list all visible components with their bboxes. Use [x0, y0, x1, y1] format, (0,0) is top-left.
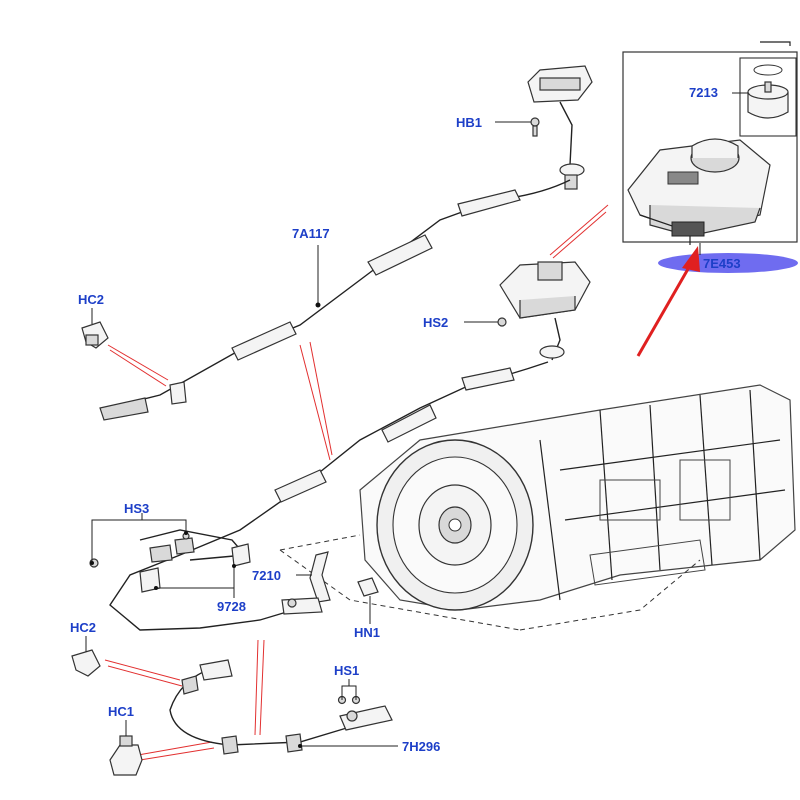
cable-7a117 — [99, 179, 571, 421]
transmission — [279, 384, 796, 631]
label-7h296: 7H296 — [402, 739, 440, 754]
label-9728: 9728 — [217, 599, 246, 614]
gear-selector-module — [627, 138, 771, 245]
label-hs2: HS2 — [423, 315, 448, 330]
hs3-bracket — [89, 513, 251, 598]
lever-7210 — [296, 551, 331, 603]
cable-7h296 — [169, 659, 398, 755]
lower-cable — [109, 361, 549, 631]
cap-part — [747, 64, 789, 119]
hc2-clip-bottom — [71, 636, 101, 677]
lower-cable-end — [281, 597, 323, 615]
label-hb1: HB1 — [456, 115, 482, 130]
label-hc2-bottom: HC2 — [70, 620, 96, 635]
middle-shifter — [499, 261, 591, 361]
hb1-bolt — [495, 117, 540, 137]
inset-box — [622, 41, 798, 273]
hs2-bolt — [464, 317, 507, 327]
hc2-clip-top — [81, 308, 109, 349]
label-7210: 7210 — [252, 568, 281, 583]
red-arrow — [636, 246, 700, 357]
label-7213: 7213 — [689, 85, 718, 100]
label-hs1: HS1 — [334, 663, 359, 678]
label-hc2-top: HC2 — [78, 292, 104, 307]
red-leaders — [104, 204, 609, 761]
hs1-bolts — [337, 679, 361, 705]
label-7e453: 7E453 — [703, 256, 741, 271]
upper-shifter — [527, 65, 593, 190]
label-hs3: HS3 — [124, 501, 149, 516]
label-7a117: 7A117 — [292, 226, 330, 241]
label-hc1: HC1 — [108, 704, 134, 719]
label-hn1: HN1 — [354, 625, 380, 640]
hc1-clip — [109, 720, 143, 776]
hn1-nut — [357, 577, 379, 624]
